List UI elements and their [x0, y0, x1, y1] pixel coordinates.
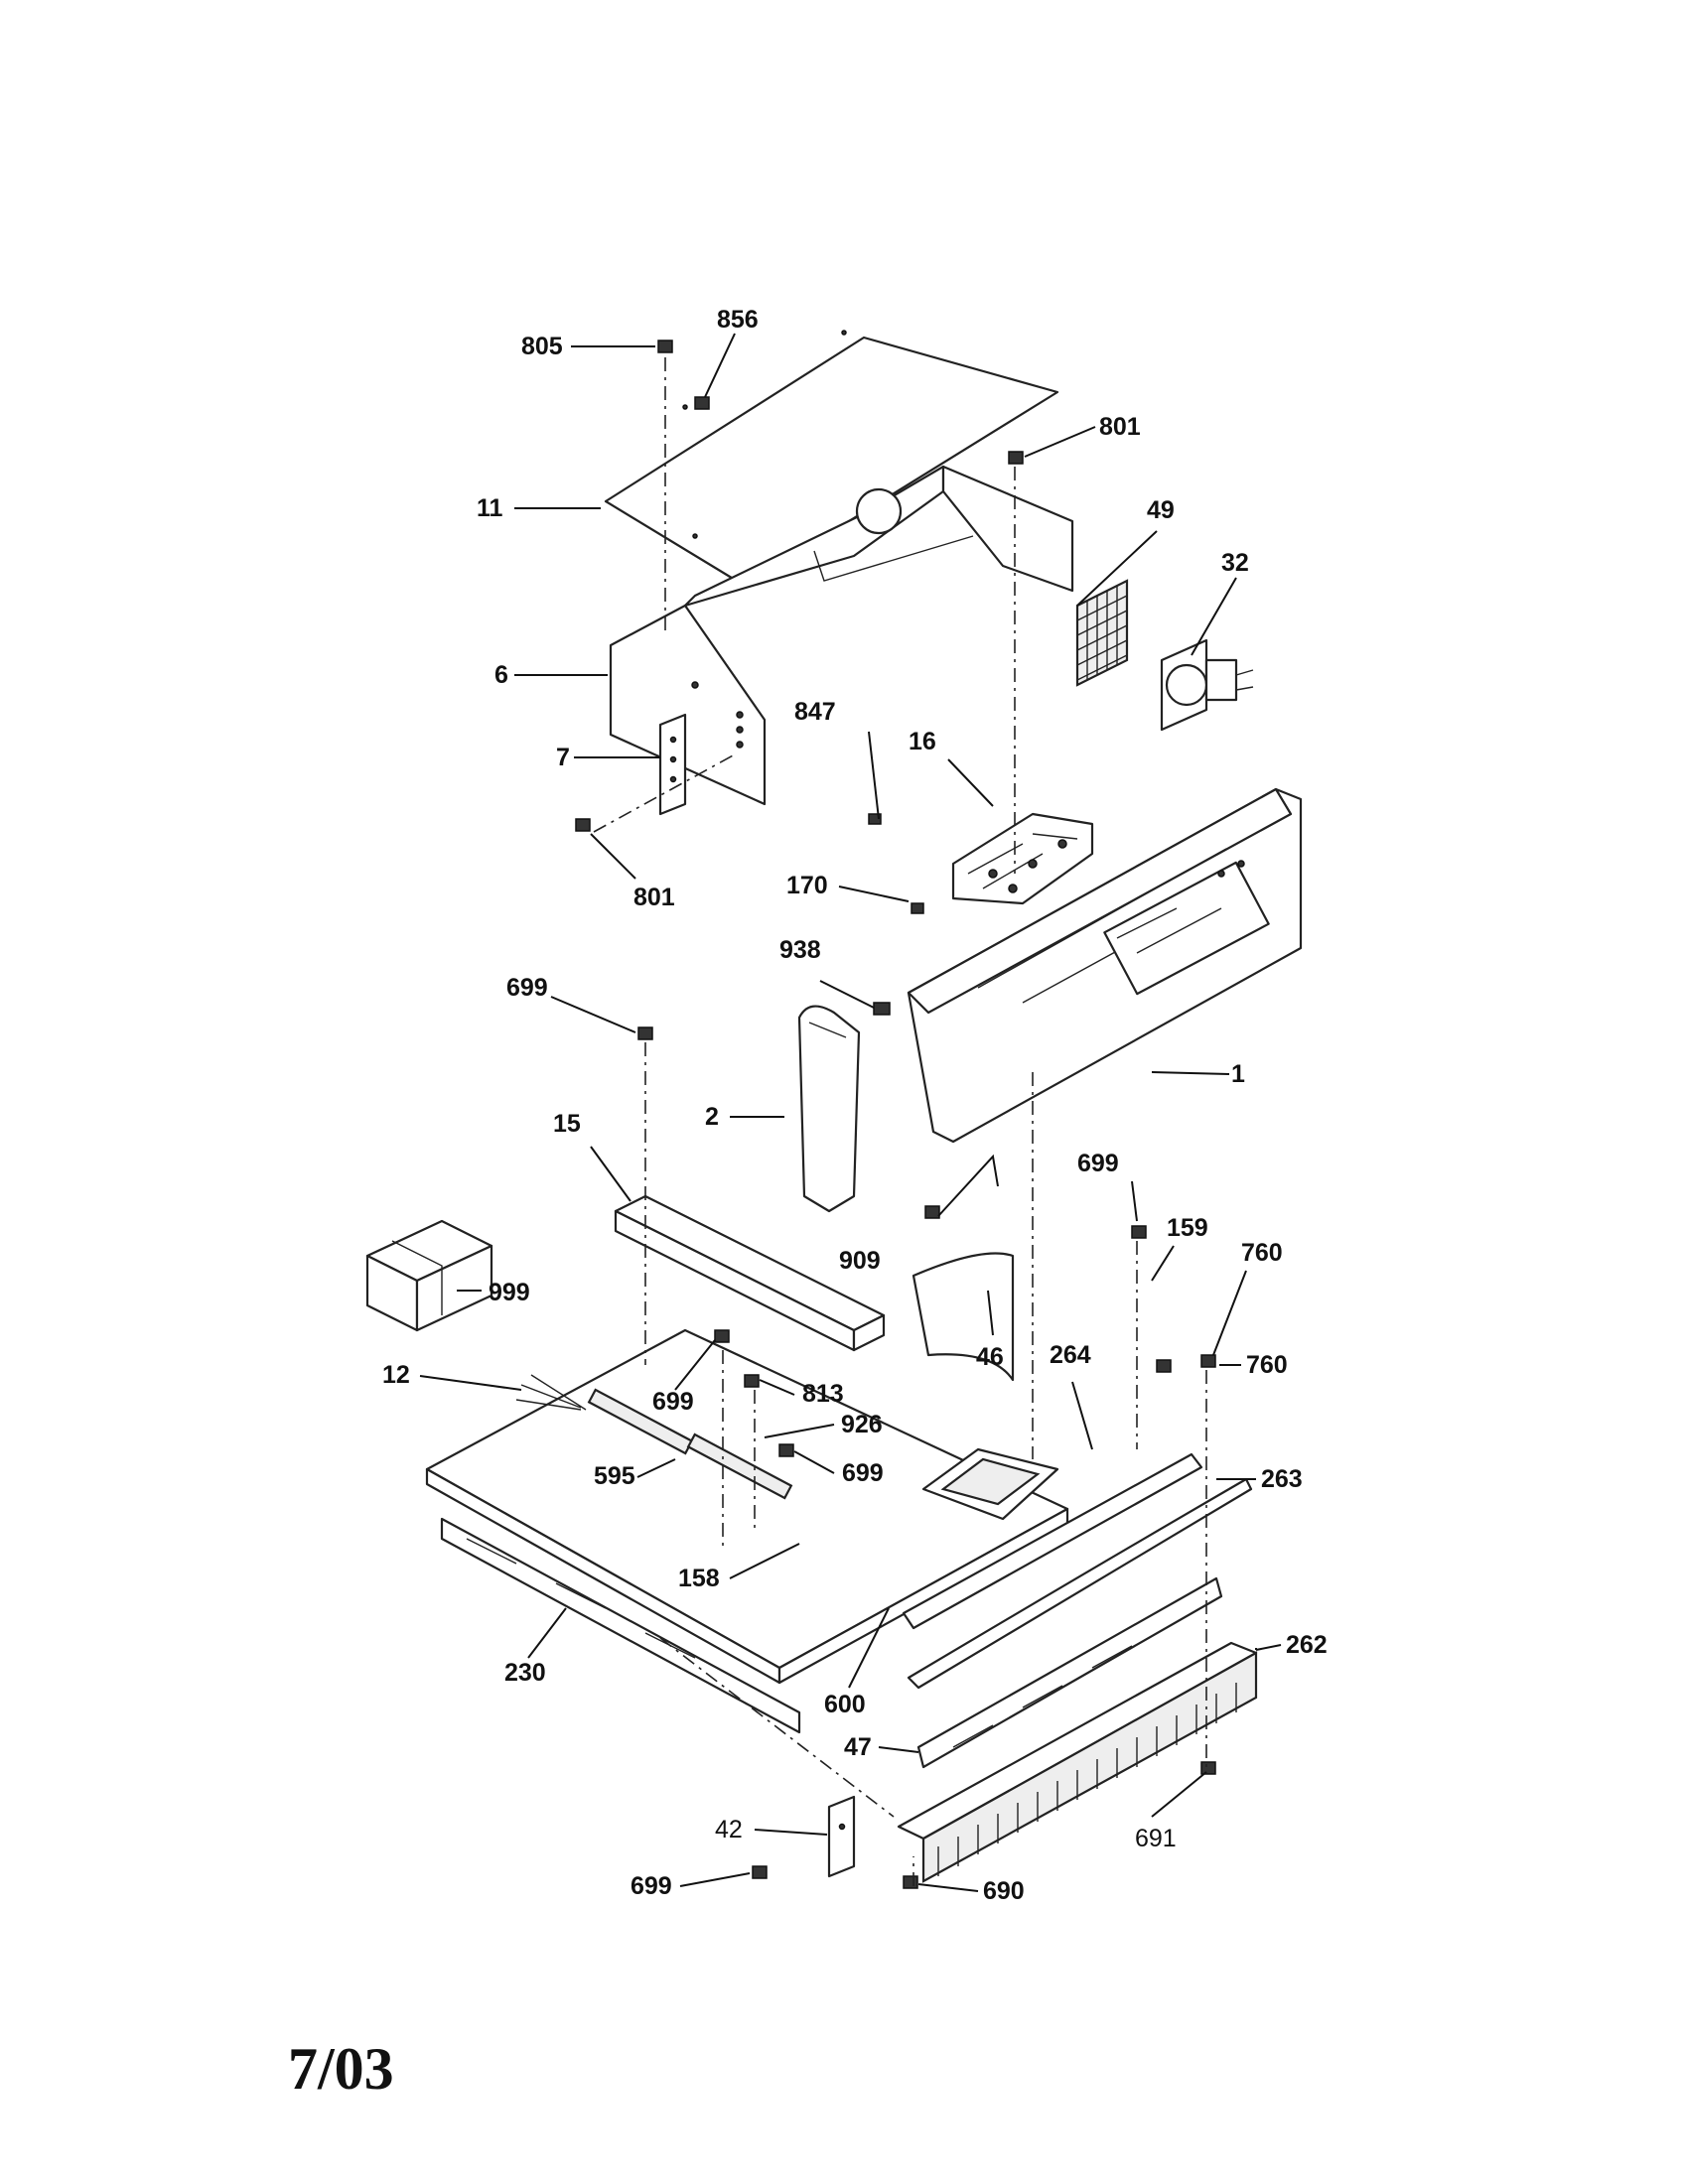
label-11: 11: [477, 494, 503, 522]
screen-mesh-part: [1075, 579, 1129, 687]
vent-part: [921, 1447, 1059, 1521]
bottom-plate-part: [425, 1328, 1069, 1685]
label-263: 263: [1261, 1465, 1303, 1493]
kickplate-part: [916, 1576, 1223, 1769]
trim-part: [902, 1452, 1253, 1690]
label-262: 262: [1286, 1631, 1328, 1659]
label-47: 47: [844, 1733, 872, 1761]
label-264: 264: [1050, 1341, 1091, 1369]
label-600: 600: [824, 1691, 866, 1718]
screws: [575, 340, 1216, 1889]
label-805: 805: [521, 333, 563, 360]
label-46: 46: [976, 1343, 1004, 1371]
label-690: 690: [983, 1877, 1025, 1905]
label-230: 230: [504, 1659, 546, 1687]
handle-part: [797, 1005, 861, 1213]
label-1: 1: [1231, 1060, 1245, 1088]
box-part: [365, 1219, 493, 1332]
label-801-top: 801: [1099, 413, 1141, 441]
label-801-left: 801: [633, 884, 675, 911]
label-909: 909: [839, 1247, 881, 1275]
rear-housing-part: [609, 465, 1074, 806]
rail-part: [614, 1194, 886, 1352]
label-49: 49: [1147, 496, 1175, 524]
label-158: 158: [678, 1565, 720, 1592]
label-699-a: 699: [506, 974, 548, 1002]
clip-part: [873, 1002, 891, 1016]
label-999: 999: [489, 1279, 530, 1306]
label-42: 42: [715, 1816, 743, 1843]
label-699-b: 699: [1077, 1150, 1119, 1177]
label-691: 691: [1135, 1825, 1177, 1852]
label-16: 16: [909, 728, 936, 755]
label-7: 7: [556, 744, 570, 771]
label-699-d: 699: [842, 1459, 884, 1487]
label-32: 32: [1221, 549, 1249, 577]
label-699-e: 699: [631, 1872, 672, 1900]
part-labels: 805 856 801 11 49 32 6 847 16 7 801 170 …: [382, 306, 1328, 1905]
label-926: 926: [841, 1411, 883, 1438]
assembly-lines: [593, 357, 1207, 1886]
label-813: 813: [802, 1380, 844, 1408]
label-699-c: 699: [652, 1388, 694, 1416]
control-board-part: [951, 812, 1094, 905]
label-170: 170: [786, 872, 828, 899]
bracket-part: [658, 713, 687, 816]
label-760-b: 760: [1246, 1351, 1288, 1379]
label-12: 12: [382, 1361, 410, 1389]
label-159: 159: [1167, 1214, 1208, 1242]
leader-lines: [419, 333, 1282, 1892]
heating-element-part: [515, 1374, 793, 1500]
label-15: 15: [553, 1110, 581, 1138]
fan-motor-part: [1160, 638, 1254, 732]
label-938: 938: [779, 936, 821, 964]
label-856: 856: [717, 306, 759, 334]
label-595: 595: [594, 1462, 635, 1490]
side-bracket-part: [827, 1795, 856, 1878]
revision-date: 7/03: [288, 2036, 394, 2102]
label-2: 2: [705, 1103, 719, 1131]
label-760-a: 760: [1241, 1239, 1283, 1267]
label-847: 847: [794, 698, 836, 726]
grille-part: [897, 1641, 1258, 1883]
label-6: 6: [494, 661, 508, 689]
top-cover-part: [604, 330, 1059, 588]
duct-part: [912, 1252, 1015, 1382]
control-panel-part: [907, 787, 1303, 1144]
